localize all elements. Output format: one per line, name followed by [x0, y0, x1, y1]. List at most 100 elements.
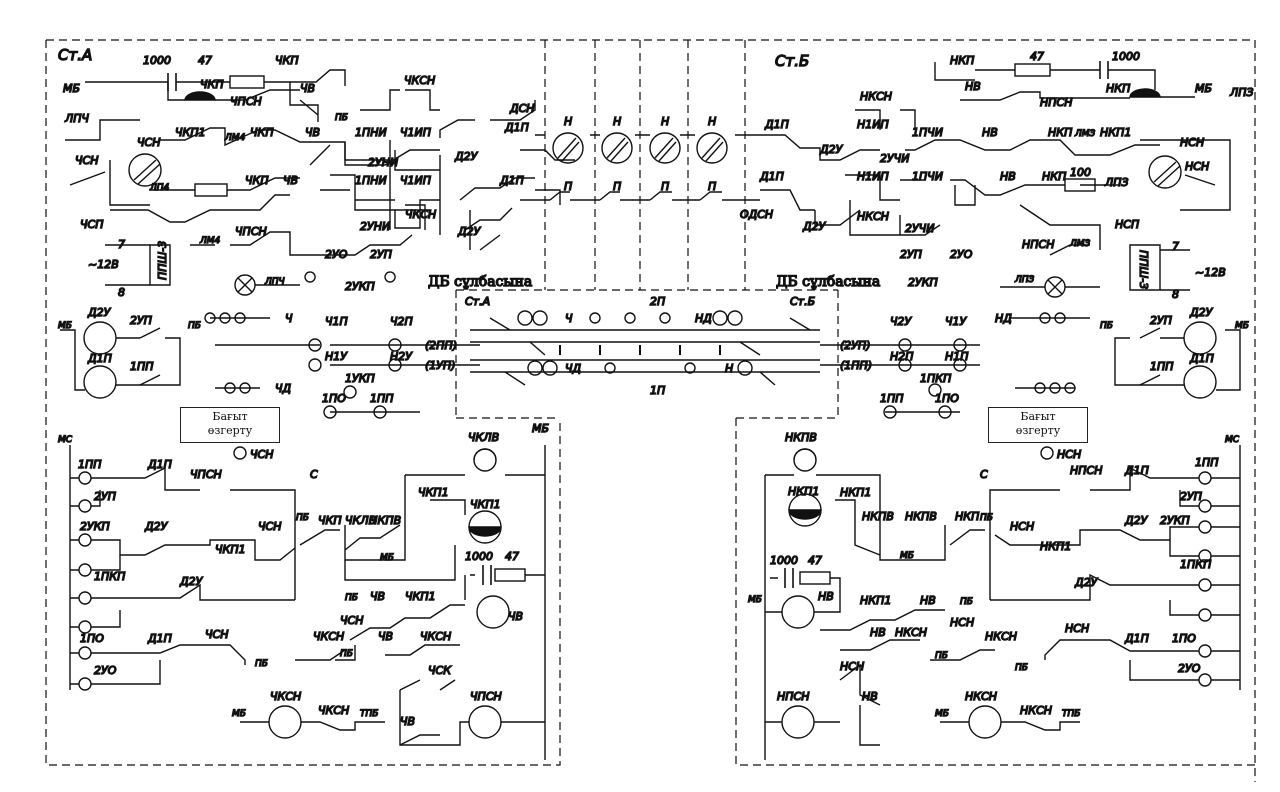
1pp-l-label: 1ПП — [78, 458, 102, 471]
plan-track-2p: 2П — [650, 295, 665, 308]
n2p-label: Н2П — [890, 350, 914, 363]
d1p-b2-label: Д1П — [764, 118, 789, 131]
1pp-b2-label: 1ПП — [880, 392, 904, 405]
nsn-r3-label: НСН — [1065, 622, 1089, 635]
d2u-r2-label: Д2У — [1074, 576, 1099, 589]
direction-change-button-b[interactable]: Бағыт өзгерту — [988, 407, 1088, 443]
d1p-r2-label: Д1П — [1124, 632, 1149, 645]
1po-l-label: 1ПО — [80, 632, 104, 645]
chklv-circle-label: ЧКЛВ — [468, 431, 499, 444]
1pkp-r-label: 1ПКП — [1180, 558, 1211, 571]
res-47-r-label: 47 — [808, 554, 822, 567]
nkp-cap-label: НКП — [1106, 82, 1130, 95]
ch-label: Ч — [285, 312, 293, 325]
1up-label: (1УП) — [425, 359, 456, 372]
ch2p-label: Ч2П — [390, 315, 413, 328]
chkp3-label: ЧКП — [245, 174, 269, 187]
1pkp-l-label: 1ПКП — [94, 570, 125, 583]
dsn-label: ДСН — [509, 102, 535, 115]
nkp3-label: НКП — [1042, 170, 1066, 183]
chksn-circle-label: ЧКСН — [270, 690, 301, 703]
nv-label: НВ — [965, 80, 981, 93]
chv-l3-label: ЧВ — [400, 715, 415, 728]
1pp-p-label: (1ПП) — [840, 359, 872, 372]
tpb-a-label: ТПБ — [360, 709, 378, 719]
nv-r-label: НВ — [920, 594, 936, 607]
terminal-8-b: 8 — [1172, 288, 1179, 301]
chv2-label: ЧВ — [305, 126, 320, 139]
d2u-relay-b-label: Д2У — [1189, 306, 1214, 319]
lpch-label: ЛПЧ — [64, 112, 90, 125]
station-a-bottom-circuit — [69, 445, 546, 760]
nksn-label: НКСН — [860, 90, 892, 103]
pb-l3-label: ПБ — [340, 649, 353, 659]
n2u-label: Н2У — [390, 350, 413, 363]
nv-circle-label: НВ — [818, 590, 834, 603]
mb-b-label: МБ — [1195, 82, 1212, 95]
d1p-l-label: Д1П — [147, 458, 172, 471]
2uo-label: 2УО — [325, 248, 348, 261]
n1ip-label: Н1ИП — [857, 118, 889, 131]
terminal-7-a: 7 — [118, 238, 125, 251]
pb-r2-label: ПБ — [960, 597, 973, 607]
cap-1000-label: 1000 — [143, 54, 171, 67]
pb-r4-label: ПБ — [1015, 663, 1028, 673]
footnote-a: ДБ сұлбасына — [428, 274, 532, 290]
chkp1-l3-label: ЧКП1 — [405, 590, 436, 603]
station-b-bottom-circuit — [764, 445, 1241, 760]
1po-r-label: 1ПО — [1172, 632, 1196, 645]
line-signal-hatch — [654, 137, 677, 162]
2uchi-b-label: 2УЧИ — [905, 222, 934, 235]
chpsn-label: ЧПСН — [230, 95, 262, 108]
2up-r-label: 2УП — [1150, 314, 1172, 327]
lm4-label: ЛМ4 — [224, 133, 246, 143]
chv3-label: ЧВ — [283, 174, 298, 187]
station-a-top-circuit — [65, 69, 575, 296]
mb-relay-b-label: МБ — [1235, 321, 1249, 331]
station-b-top-labels: НКП 47 1000 НВ НКП МБ ЛПЗ НПСН НКСН Н1ИП… — [739, 49, 1254, 301]
station-a-relay-labels: Д2У Д1П 2УП 1ПП МБ ПБ Ч Ч1П Ч2П (2ПП) Н1… — [57, 305, 458, 461]
d1p-label: Д1П — [504, 121, 529, 134]
d2u-label: Д2У — [454, 150, 479, 163]
d1p-relay-b-label: Д1П — [1189, 352, 1214, 365]
pb-relay-label: ПБ — [188, 321, 201, 331]
station-a-title: Ст.А — [58, 46, 92, 64]
d1p-b3-label: Д1П — [759, 170, 784, 183]
station-b-relays — [820, 312, 1241, 460]
res-47-b-label: 47 — [1030, 50, 1044, 63]
lpch-b-label: ЛПЧ — [264, 277, 285, 287]
nksn-r2-label: НКСН — [985, 630, 1017, 643]
line-track-label: П — [708, 180, 716, 193]
2up-relay-label: 2УП — [130, 314, 152, 327]
ppsh3-a-label: ППШ-3 — [156, 241, 169, 280]
pb-l2-label: ПБ — [345, 593, 358, 603]
nsn-bottom-label: НСН — [1057, 448, 1081, 461]
station-b-top-circuit — [760, 61, 1231, 298]
nsn-label: НСН — [1180, 136, 1204, 149]
odsn-label: ОДСН — [740, 208, 773, 221]
direction-change-button-a[interactable]: Бағыт өзгерту — [180, 407, 280, 443]
pb-r-label: ПБ — [980, 513, 993, 523]
lm3-label: ЛМЗ — [1074, 129, 1096, 139]
ch1ip-label: Ч1ИП — [400, 126, 431, 139]
nkp2-label: НКП — [1048, 126, 1072, 139]
d2u-l2-label: Д2У — [179, 575, 204, 588]
2uchi-label: 2УЧИ — [880, 152, 909, 165]
chsn-bottom-label: ЧСН — [250, 448, 274, 461]
mc-b-label: МС — [1225, 435, 1240, 445]
nksn-r3-label: НКСН — [1020, 704, 1052, 717]
mb-relay-label: МБ — [58, 321, 72, 331]
chsn-l3-label: ЧСН — [340, 614, 364, 627]
line-signal-relay — [649, 132, 681, 164]
mc-a-label: МС — [58, 435, 73, 445]
nksn-r-label: НКСН — [895, 626, 927, 639]
chpsn-l-label: ЧПСН — [190, 468, 222, 481]
chksn-l5-label: ЧКСН — [318, 704, 349, 717]
1pp-r-label: 1ПП — [1195, 456, 1219, 469]
1pni-b-label: 1ПНИ — [355, 174, 387, 187]
npsn-circle-label: НПСН — [777, 690, 810, 703]
plan-sig-nd: НД — [695, 312, 712, 325]
mb-bus-a-label: МБ — [532, 422, 549, 435]
